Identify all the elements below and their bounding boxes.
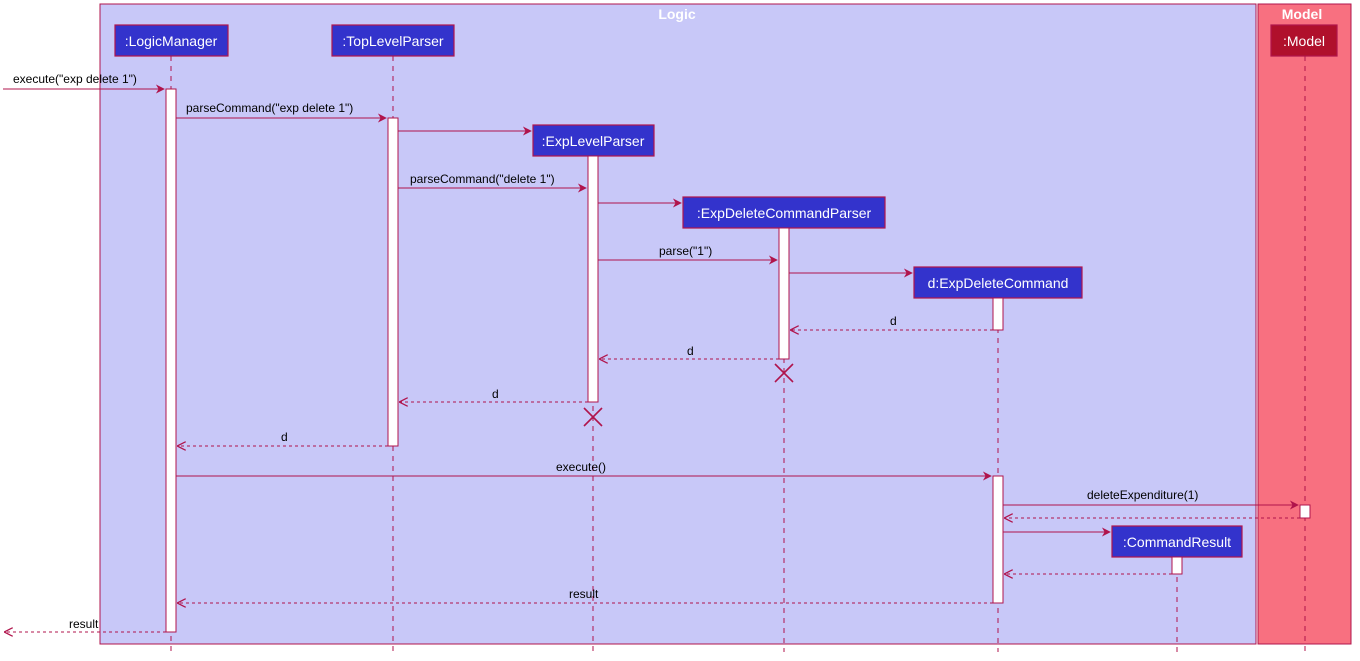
- message-return-d-1: d: [890, 314, 897, 328]
- message-return-d-4: d: [281, 430, 288, 444]
- participant-exp-level-parser: :ExpLevelParser: [532, 124, 655, 157]
- message-labels: execute("exp delete 1") parseCommand("ex…: [13, 72, 1198, 631]
- message-return-d-3: d: [492, 387, 499, 401]
- logic-package-label: Logic: [658, 6, 696, 22]
- activation-exp-delete-command-2: [992, 475, 1004, 604]
- participant-exp-delete-command: d:ExpDeleteCommand: [913, 266, 1083, 299]
- message-execute-exp-delete: execute("exp delete 1"): [13, 72, 137, 86]
- activation-command-result: [1171, 556, 1183, 575]
- activation-exp-delete-command-parser: [778, 227, 790, 360]
- participant-top-level-parser: :TopLevelParser: [331, 24, 455, 57]
- participant-label: :ExpDeleteCommandParser: [697, 205, 872, 221]
- participant-label: :ExpLevelParser: [542, 133, 645, 149]
- call-arrows: [3, 84, 1299, 537]
- message-parse-command-delete: parseCommand("delete 1"): [410, 172, 555, 186]
- activation-logic-manager: [165, 88, 177, 633]
- participant-logic-manager: :LogicManager: [114, 24, 229, 57]
- activation-bars: [165, 88, 1311, 633]
- activation-exp-level-parser: [587, 155, 599, 403]
- participant-label: :Model: [1283, 33, 1325, 49]
- model-package-label: Model: [1282, 6, 1322, 22]
- logic-package: Logic: [99, 3, 1257, 645]
- message-parse-command-top: parseCommand("exp delete 1"): [186, 101, 353, 115]
- participant-exp-delete-command-parser: :ExpDeleteCommandParser: [682, 196, 886, 229]
- message-return-result-2: result: [69, 617, 99, 631]
- message-parse-1: parse("1"): [659, 244, 712, 258]
- message-return-result-1: result: [569, 587, 599, 601]
- destroy-exp-delete-command-parser: [774, 363, 794, 383]
- participant-label: :CommandResult: [1123, 534, 1231, 550]
- participant-label: :TopLevelParser: [342, 33, 444, 49]
- participant-model: :Model: [1270, 24, 1338, 57]
- participant-label: d:ExpDeleteCommand: [928, 275, 1069, 291]
- message-delete-expenditure: deleteExpenditure(1): [1087, 488, 1198, 502]
- message-return-d-2: d: [687, 344, 694, 358]
- message-execute: execute(): [556, 460, 606, 474]
- return-arrows: [5, 330, 1300, 632]
- activation-top-level-parser: [387, 117, 399, 447]
- destroy-exp-level-parser: [583, 407, 603, 427]
- participant-command-result: :CommandResult: [1111, 525, 1243, 558]
- participant-label: :LogicManager: [125, 33, 218, 49]
- activation-model: [1299, 504, 1311, 519]
- activation-exp-delete-command-1: [992, 297, 1004, 331]
